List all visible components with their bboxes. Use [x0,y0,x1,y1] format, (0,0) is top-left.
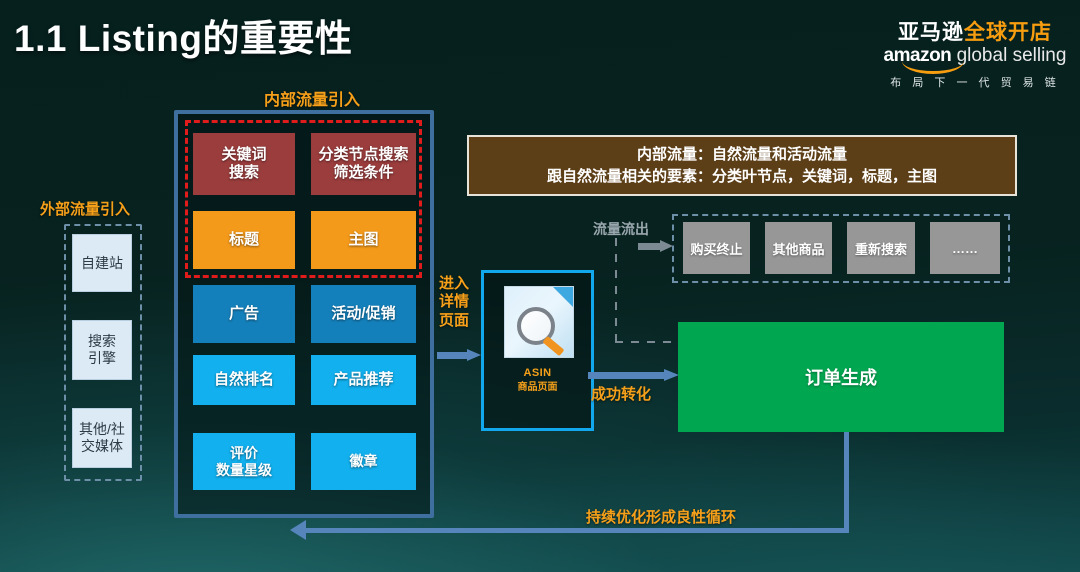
internal-traffic-note-banner: 内部流量：自然流量和活动流量 跟自然流量相关的要素：分类叶节点，关键词，标题，主… [467,135,1017,196]
logo-chinese-line: 亚马逊全球开店 [880,22,1070,43]
enter-detail-arrow-icon [437,349,481,361]
traffic-out-dashed-path-horizontal [615,341,677,343]
enter-detail-page-label: 进入详情页面 [438,275,469,329]
logo-amazon-cn: 亚马逊 [898,21,964,44]
order-generated-node: 订单生成 [678,322,1004,432]
document-search-icon [504,286,574,358]
amazon-smile-icon [902,61,964,74]
natural-traffic-highlight-border [185,120,422,278]
traffic-out-label: 流量流出 [593,221,649,237]
logo-english-line: amazon global selling [880,45,1070,74]
banner-line-2: 跟自然流量相关的要素：分类叶节点，关键词，标题，主图 [546,167,937,185]
logo-global-selling-cn: 全球开店 [964,21,1052,44]
exit-option-stop-purchase: 购买终止 [683,222,750,274]
asin-title: ASIN [523,367,552,379]
internal-cell-title: 标题 [193,211,295,269]
exit-option-other-products: 其他商品 [765,222,832,274]
logo-global-selling-en: global selling [956,45,1067,66]
conversion-label: 成功转化 [591,386,652,403]
internal-cell-category-node-search: 分类节点搜索筛选条件 [311,133,416,195]
banner-line-1: 内部流量：自然流量和活动流量 [636,145,847,163]
external-traffic-title: 外部流量引入 [40,201,131,218]
exit-option-search-again: 重新搜索 [847,222,915,274]
internal-cell-keyword-search: 关键词搜索 [193,133,295,195]
internal-cell-deals-promotion: 活动/促销 [311,285,416,343]
exit-options-group [672,214,1010,283]
feedback-loop-arrow-icon [290,520,306,540]
external-item-self-site: 自建站 [72,234,132,292]
traffic-out-dashed-path-vertical [615,238,617,343]
internal-cell-badge: 徽章 [311,433,416,490]
internal-cell-ads: 广告 [193,285,295,343]
page-title: 1.1 Listing的重要性 [14,18,353,59]
feedback-loop-label: 持续优化形成良性循环 [586,509,737,526]
external-item-search-engine: 搜索引擎 [72,320,132,380]
internal-cell-main-image: 主图 [311,211,416,269]
exit-option-others: …… [930,222,1000,274]
internal-cell-product-recommendation: 产品推荐 [311,355,416,405]
traffic-out-arrow-icon [638,240,674,252]
external-traffic-group [64,224,142,481]
external-item-social-media: 其他/社交媒体 [72,408,132,468]
internal-traffic-title: 内部流量引入 [264,92,361,109]
asin-node-label: ASIN 商品页面 [484,366,591,394]
conversion-arrow-icon [588,369,680,381]
logo-tagline: 布 局 下 一 代 贸 易 链 [890,77,1060,89]
internal-cell-reviews-rating: 评价数量星级 [193,433,295,490]
asin-subtitle: 商品页面 [517,381,558,393]
asin-product-page-node: ASIN 商品页面 [481,270,594,431]
amazon-global-selling-logo: 亚马逊全球开店 amazon global selling 布 局 下 一 代 … [880,22,1070,89]
feedback-loop-horizontal-line [303,528,849,533]
internal-cell-organic-ranking: 自然排名 [193,355,295,405]
feedback-loop-vertical-line [844,432,849,533]
